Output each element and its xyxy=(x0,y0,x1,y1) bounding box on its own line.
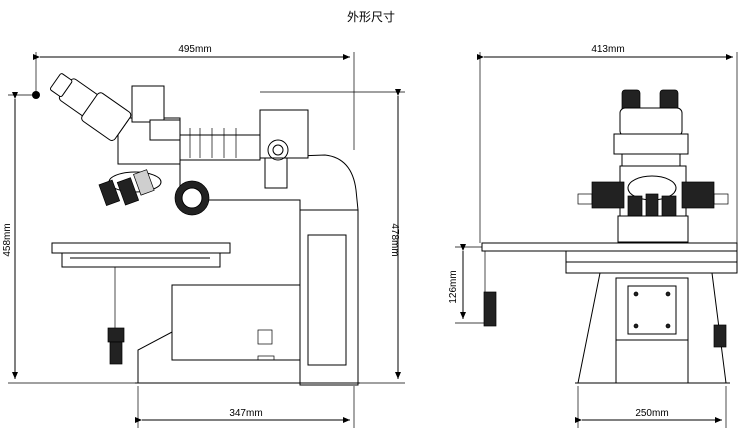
front-stage-height-label: 126mm xyxy=(448,270,459,303)
side-total-height-label: 478mm xyxy=(389,223,400,256)
side-height-label: 458mm xyxy=(2,223,13,256)
side-view-microscope xyxy=(32,73,360,386)
front-width-label: 413mm xyxy=(591,44,624,55)
diagram-title: 外形尺寸 xyxy=(346,10,395,24)
side-view-dimensions xyxy=(8,52,405,428)
front-view-dimensions xyxy=(455,52,738,428)
side-base-width-label: 347mm xyxy=(229,408,262,419)
front-view-microscope xyxy=(481,89,738,384)
front-base-width-label: 250mm xyxy=(635,408,668,419)
side-width-label: 495mm xyxy=(178,44,211,55)
